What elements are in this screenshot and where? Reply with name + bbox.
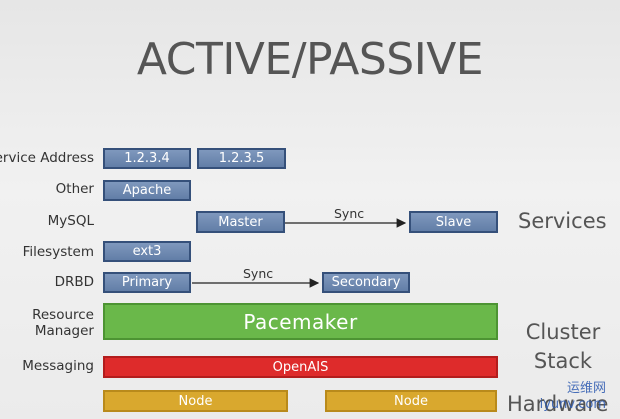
side-label-cluster-stack: Cluster Stack bbox=[525, 320, 601, 373]
drbd-secondary-box: Secondary bbox=[322, 272, 410, 293]
watermark-line-2: iyunv.com bbox=[539, 397, 606, 412]
row-label-resource-manager: Resource Manager bbox=[32, 307, 94, 339]
side-label-services: Services bbox=[518, 209, 607, 233]
mysql-sync-label: Sync bbox=[334, 206, 365, 221]
node-box-2: Node bbox=[325, 390, 497, 412]
pacemaker-box: Pacemaker bbox=[103, 303, 498, 340]
row-label-messaging: Messaging bbox=[22, 358, 94, 374]
mysql-master-box: Master bbox=[196, 211, 285, 233]
node-box-1: Node bbox=[103, 390, 288, 412]
slide-title: ACTIVE/PASSIVE bbox=[136, 34, 484, 85]
openais-box: OpenAIS bbox=[103, 356, 498, 378]
mysql-slave-box: Slave bbox=[409, 211, 498, 233]
service-address-box-1: 1.2.3.4 bbox=[103, 148, 191, 169]
watermark-logo: 运维网 iyunv.com bbox=[540, 381, 606, 413]
row-label-service-address: Service Address bbox=[0, 150, 94, 166]
apache-box: Apache bbox=[103, 180, 191, 201]
row-label-filesystem: Filesystem bbox=[22, 244, 94, 260]
row-label-other: Other bbox=[55, 181, 94, 197]
drbd-sync-label: Sync bbox=[243, 266, 274, 281]
row-label-mysql: MySQL bbox=[47, 213, 94, 229]
drbd-primary-box: Primary bbox=[103, 272, 191, 293]
row-label-drbd: DRBD bbox=[54, 274, 94, 290]
service-address-box-2: 1.2.3.5 bbox=[197, 148, 286, 169]
watermark-line-1: 运维网 bbox=[566, 381, 606, 396]
filesystem-ext3-box: ext3 bbox=[103, 241, 191, 262]
side-label-hardware: Hardware bbox=[507, 392, 609, 416]
